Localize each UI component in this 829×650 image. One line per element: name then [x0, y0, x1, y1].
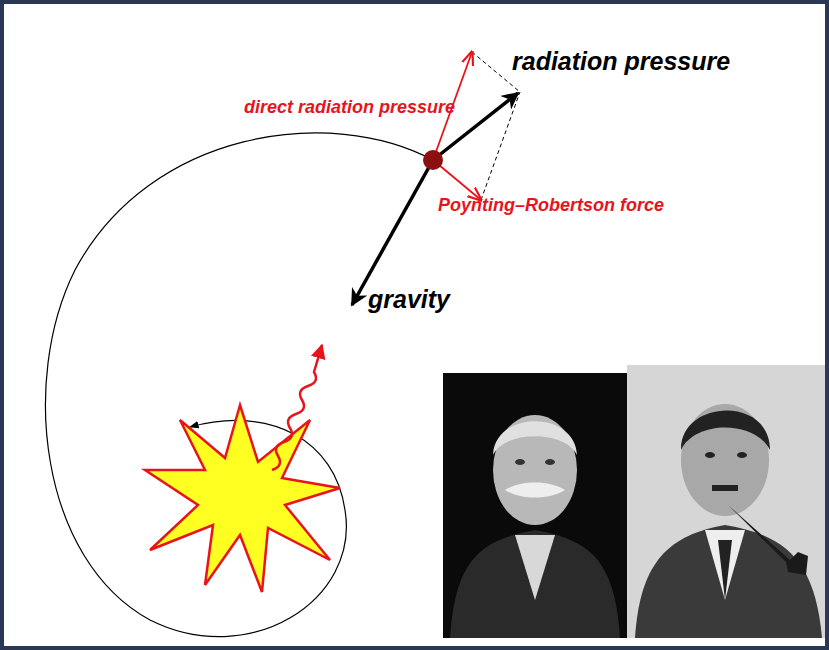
sun-star — [145, 405, 340, 592]
photon-arrow — [272, 345, 322, 470]
portrait-robertson — [627, 365, 825, 638]
force-label: radiation pressure — [512, 48, 730, 76]
orbit-spiral — [45, 133, 433, 637]
force-label: direct radiation pressure — [244, 98, 455, 118]
force-label: gravity — [368, 286, 450, 314]
portrait-poynting — [443, 373, 627, 638]
force-label: Poynting–Robertson force — [438, 196, 664, 216]
dust-particle — [423, 150, 443, 170]
gravity-arrow — [352, 160, 433, 305]
